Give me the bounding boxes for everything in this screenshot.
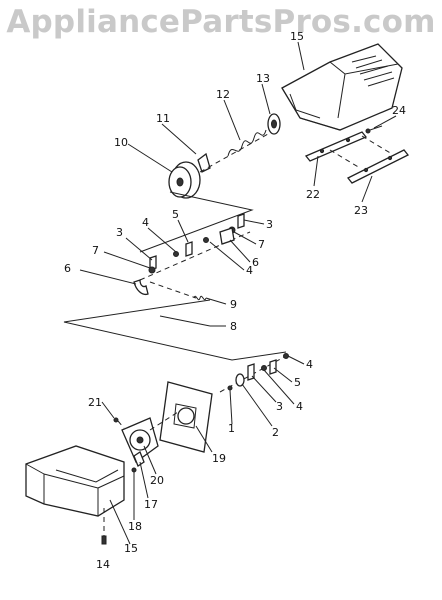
callout-20: 20: [150, 474, 164, 487]
callout-22: 22: [306, 188, 320, 201]
part-5-bushing-lower[interactable]: [269, 359, 277, 375]
callout-6-left: 6: [64, 262, 71, 275]
part-12-auger-spring[interactable]: [227, 129, 267, 157]
callout-24: 24: [392, 104, 406, 117]
callout-13: 13: [256, 72, 270, 85]
part-24-screw[interactable]: [365, 125, 383, 134]
part-5-bushing[interactable]: [185, 241, 193, 257]
watermark-logo: AppliancePartsPros.com: [6, 4, 436, 40]
callout-19: 19: [212, 452, 226, 465]
part-22-rail[interactable]: [304, 131, 368, 162]
part-1-pin[interactable]: [227, 385, 233, 391]
part-8-rod[interactable]: [159, 315, 211, 327]
callout-8: 8: [230, 320, 237, 333]
callout-23: 23: [354, 204, 368, 217]
callout-15-bottom: 15: [124, 542, 138, 555]
part-11-coupling[interactable]: [197, 152, 211, 173]
callout-14: 14: [96, 558, 110, 571]
callout-9: 9: [230, 298, 237, 311]
callout-5-upper: 5: [172, 208, 179, 221]
callout-11: 11: [156, 112, 170, 125]
part-15-motor-cover[interactable]: [25, 445, 125, 517]
callout-3-lower: 3: [276, 400, 283, 413]
callout-18: 18: [128, 520, 142, 533]
callout-3-upper-left: 3: [116, 226, 123, 239]
part-10-drive-hub[interactable]: [168, 161, 201, 199]
part-14-screw[interactable]: [101, 508, 107, 545]
part-15-ice-bin[interactable]: [281, 43, 403, 131]
callout-6-right: 6: [252, 256, 259, 269]
callout-7-left: 7: [92, 244, 99, 257]
callout-3-upper-right: 3: [266, 218, 273, 231]
callout-4-upper-left: 4: [142, 216, 149, 229]
callout-4-lower: 4: [296, 400, 303, 413]
callout-12: 12: [216, 88, 230, 101]
part-13-bearing[interactable]: [267, 113, 281, 135]
callout-15-top: 15: [290, 30, 304, 43]
callout-21: 21: [88, 396, 102, 409]
callout-7-right: 7: [258, 238, 265, 251]
part-17-clip[interactable]: [133, 451, 145, 467]
callout-4-upper: 4: [246, 264, 253, 277]
callout-10: 10: [114, 136, 128, 149]
part-9-spring[interactable]: [193, 295, 207, 301]
callout-labels: 15 13 12 11 10 24 22 23 3 7 6 4 5 4 3 7 …: [64, 30, 406, 571]
leader-lines: [79, 41, 397, 545]
part-19-mounting-plate[interactable]: [159, 381, 213, 453]
part-18-screw[interactable]: [131, 467, 137, 473]
part-2-gear[interactable]: [235, 373, 245, 387]
callout-17: 17: [144, 498, 158, 511]
part-21-screw[interactable]: [113, 417, 125, 429]
part-20-motor[interactable]: [121, 417, 159, 464]
callout-5-lower: 5: [294, 376, 301, 389]
callout-2: 2: [272, 426, 279, 439]
callout-4-lower-right: 4: [306, 358, 313, 371]
part-23-rail[interactable]: [346, 149, 410, 184]
callout-1: 1: [228, 422, 235, 435]
